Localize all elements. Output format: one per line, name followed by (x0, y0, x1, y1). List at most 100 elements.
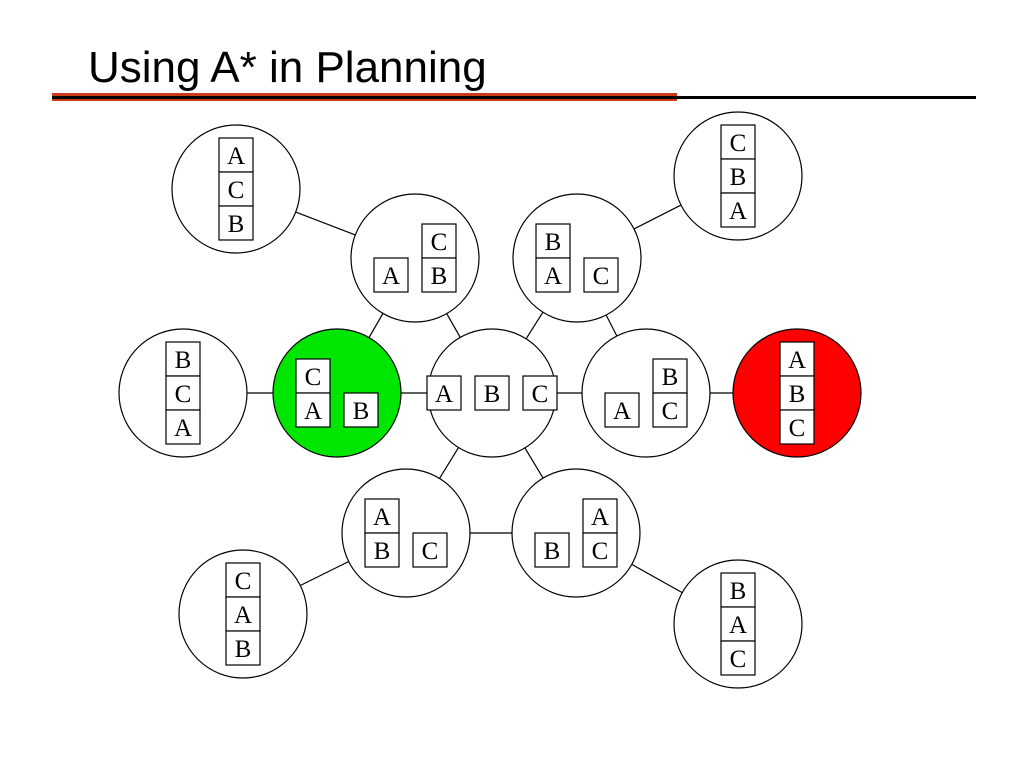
block-label: A (174, 415, 192, 442)
block-stack: A (426, 375, 462, 411)
state-circle (341, 468, 471, 598)
block-B (225, 630, 261, 666)
block-C (720, 124, 756, 160)
block-label: C (532, 381, 549, 408)
block-B (421, 257, 457, 293)
block-label: C (662, 398, 679, 425)
block-stack: ABC (779, 341, 815, 445)
block-label: B (545, 229, 562, 256)
block-A (582, 498, 618, 534)
block-label: B (789, 381, 806, 408)
edge-n-a-b-c-n-ab-c (438, 447, 460, 479)
block-stack: CBA (720, 124, 756, 228)
block-B (218, 205, 254, 241)
edge-n-cba-n-ba-c (633, 204, 682, 230)
block-label: B (228, 211, 245, 238)
edge-n-ba-c-n-a-b-c (525, 311, 544, 340)
block-stack: C (412, 532, 448, 568)
block-C (412, 532, 448, 568)
block-label: A (304, 398, 322, 425)
block-C (295, 358, 331, 394)
block-C (522, 375, 558, 411)
block-B (652, 358, 688, 394)
block-stack: BAC (720, 572, 756, 676)
state-node-n-acb: ACB (171, 124, 301, 254)
state-node-n-cab: CAB (178, 549, 308, 679)
block-label: A (613, 398, 631, 425)
block-A (426, 375, 462, 411)
edge-n-a-b-c-n-b-ac (524, 447, 544, 479)
block-label: C (305, 364, 322, 391)
state-circle (511, 468, 641, 598)
block-label: B (544, 538, 561, 565)
block-stack: B (534, 532, 570, 568)
block-stack: A (604, 392, 640, 428)
block-B (343, 392, 379, 428)
edge-n-acb-n-cb-a (295, 211, 356, 236)
state-circle (350, 193, 480, 323)
block-stack: AC (582, 498, 618, 568)
block-A (225, 596, 261, 632)
block-stack: BC (652, 358, 688, 428)
block-A (604, 392, 640, 428)
block-label: C (175, 381, 192, 408)
state-node-n-abc: ABC (732, 328, 862, 458)
block-A (373, 257, 409, 293)
block-stack: CB (421, 223, 457, 293)
state-node-n-bac: BAC (673, 559, 803, 689)
block-label: C (422, 538, 439, 565)
block-label: C (730, 646, 747, 673)
state-node-n-ca-b: CA B (272, 328, 402, 458)
block-B (720, 572, 756, 608)
block-C (225, 562, 261, 598)
block-label: C (593, 263, 610, 290)
block-label: B (353, 398, 370, 425)
block-label: B (484, 381, 501, 408)
block-label: B (730, 578, 747, 605)
edge-n-cb-a-n-a-b-c (446, 313, 461, 338)
state-node-n-bca: BCA (118, 328, 248, 458)
block-label: C (235, 568, 252, 595)
block-C (652, 392, 688, 428)
block-stack: AB (364, 498, 400, 568)
block-label: C (730, 130, 747, 157)
block-A (295, 392, 331, 428)
block-stack: ACB (218, 137, 254, 241)
block-stack: C (522, 375, 558, 411)
block-stack: BCA (165, 341, 201, 445)
block-label: B (662, 364, 679, 391)
block-stack: BA (535, 223, 571, 293)
block-label: A (544, 263, 562, 290)
title-underline (52, 96, 976, 99)
state-node-n-a-bc: A BC (581, 328, 711, 458)
block-label: C (431, 229, 448, 256)
state-node-n-cb-a: ACB (350, 193, 480, 323)
block-A (720, 606, 756, 642)
block-label: C (592, 538, 609, 565)
block-B (165, 341, 201, 377)
state-circle (512, 193, 642, 323)
state-node-n-ab-c: AB C (341, 468, 471, 598)
block-stack: CA (295, 358, 331, 428)
block-stack: CAB (225, 562, 261, 666)
block-label: B (431, 263, 448, 290)
state-circle (581, 328, 711, 458)
block-label: A (788, 347, 806, 374)
block-label: B (730, 164, 747, 191)
block-A (720, 192, 756, 228)
block-label: B (235, 636, 252, 663)
state-node-n-ba-c: BA C (512, 193, 642, 323)
block-C (779, 409, 815, 445)
block-A (535, 257, 571, 293)
state-circle (272, 328, 402, 458)
edge-n-b-ac-n-bac (631, 563, 683, 594)
block-B (364, 532, 400, 568)
block-label: B (175, 347, 192, 374)
state-node-n-b-ac: B AC (511, 468, 641, 598)
block-C (165, 375, 201, 411)
block-label: A (227, 143, 245, 170)
block-label: B (374, 538, 391, 565)
